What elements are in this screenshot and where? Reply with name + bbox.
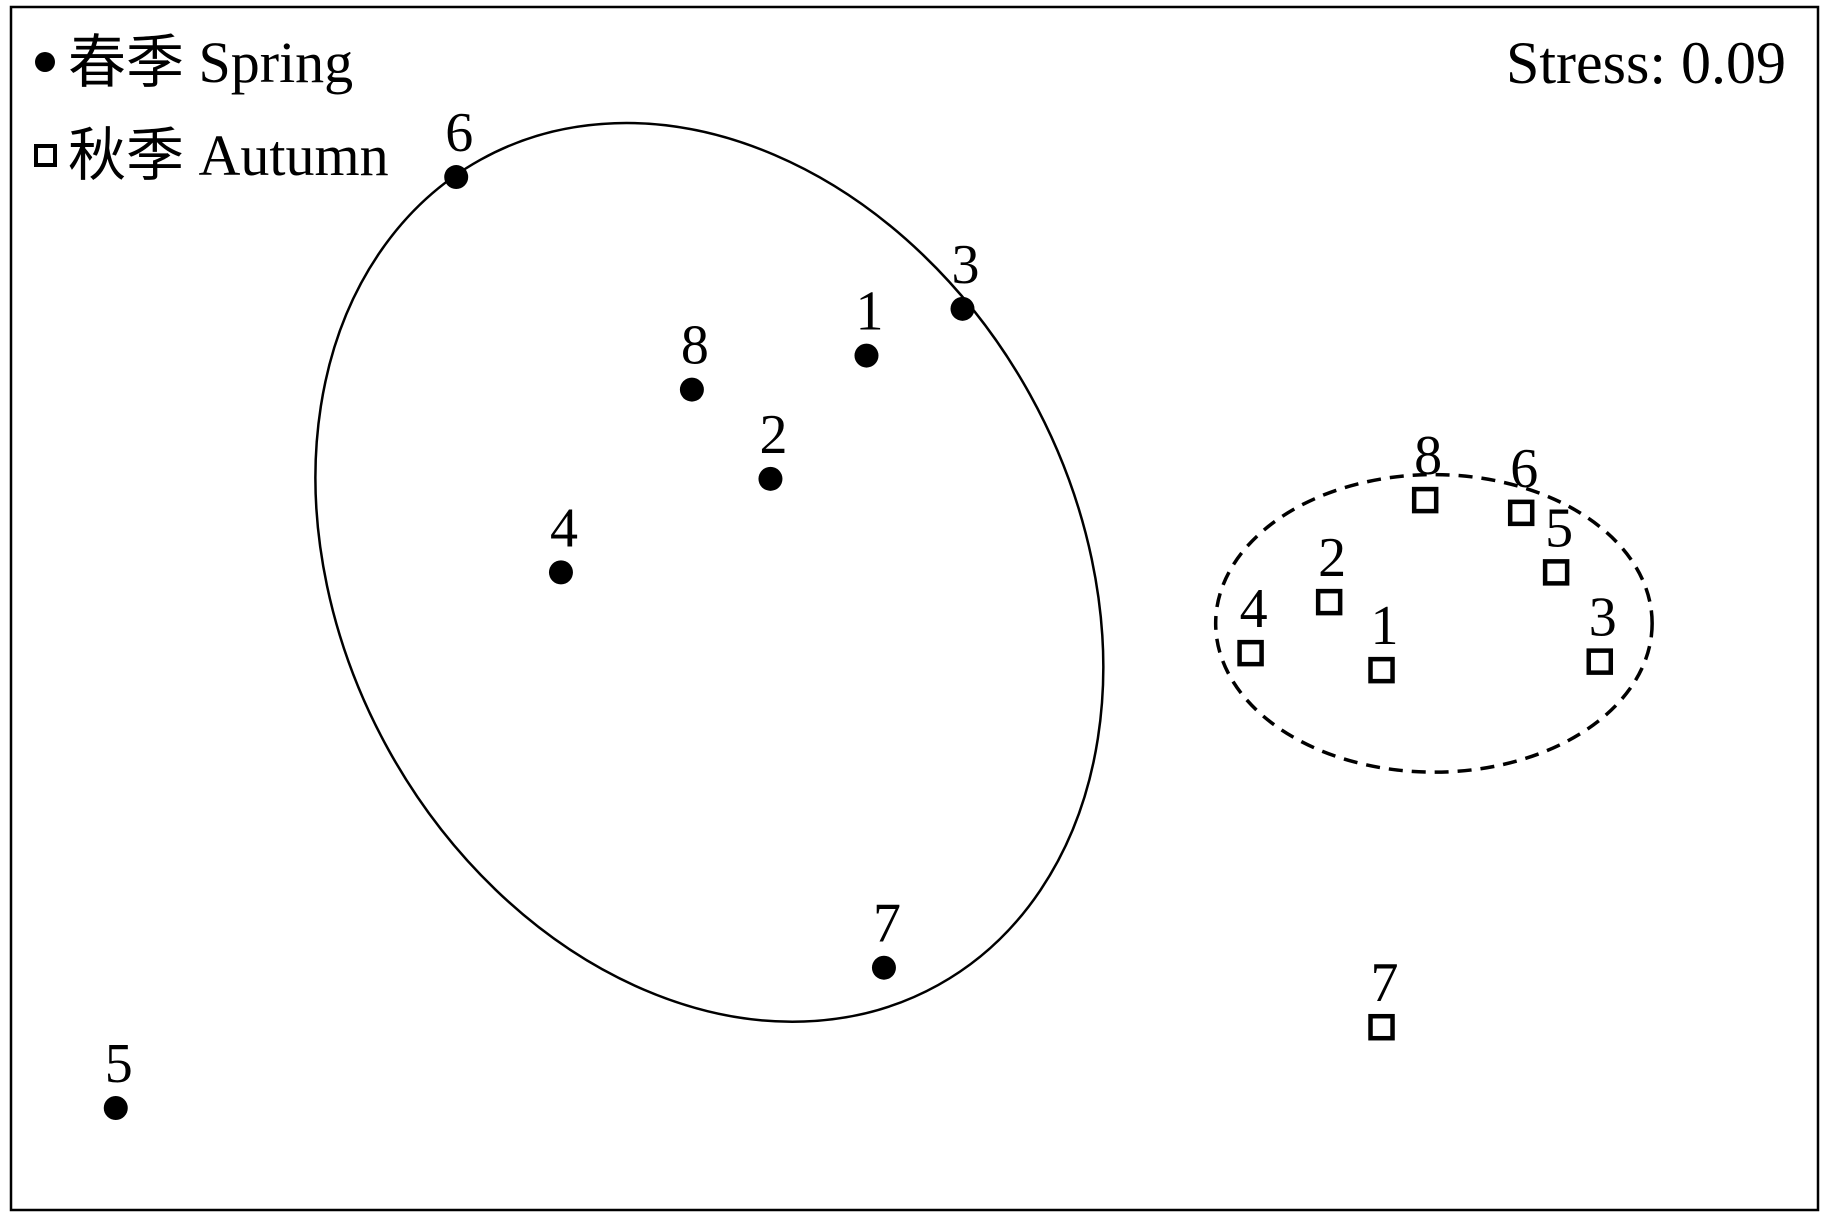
- spring-point-label-6: 6: [445, 102, 473, 164]
- autumn-point-5: [1542, 559, 1570, 586]
- spring-point-label-2: 2: [759, 404, 787, 466]
- stress-value: Stress: 0.09: [1506, 30, 1786, 96]
- legend-spring-label: 春季 Spring: [68, 30, 353, 95]
- autumn-cluster-ellipse: [1213, 472, 1654, 774]
- legend-spring-marker: [35, 52, 55, 72]
- spring-point-label-3: 3: [952, 234, 980, 296]
- spring-point-5: [103, 1095, 128, 1120]
- autumn-point-6: [1507, 499, 1535, 527]
- autumn-point-label-7: 7: [1371, 952, 1399, 1014]
- spring-point-3: [950, 296, 975, 321]
- spring-point-1: [854, 343, 879, 368]
- plot-frame: [9, 5, 1820, 1212]
- autumn-point-label-1: 1: [1371, 595, 1399, 657]
- autumn-point-label-6: 6: [1510, 438, 1538, 500]
- legend-autumn-label: 秋季 Autumn: [68, 123, 389, 188]
- spring-point-7: [871, 955, 896, 980]
- spring-point-label-5: 5: [105, 1033, 133, 1095]
- group-ellipses: [314, 121, 1654, 1023]
- autumn-point-label-3: 3: [1589, 587, 1617, 649]
- autumn-point-4: [1237, 639, 1264, 667]
- legend-autumn-marker: [34, 144, 57, 167]
- spring-point-4: [548, 560, 573, 585]
- spring-cluster-ellipse: [314, 121, 1105, 1023]
- autumn-point-label-8: 8: [1414, 425, 1442, 487]
- autumn-point-7: [1368, 1013, 1395, 1041]
- autumn-point-1: [1368, 656, 1395, 684]
- spring-point-label-7: 7: [873, 893, 901, 955]
- autumn-point-8: [1411, 486, 1439, 514]
- spring-point-label-8: 8: [681, 315, 709, 377]
- spring-point-2: [758, 466, 783, 491]
- autumn-point-2: [1315, 588, 1343, 616]
- autumn-point-label-4: 4: [1240, 578, 1268, 640]
- legend: 春季 Spring 秋季 Autumn: [34, 30, 389, 188]
- spring-point-label-4: 4: [550, 497, 578, 559]
- spring-point-8: [679, 377, 704, 402]
- autumn-point-label-2: 2: [1318, 527, 1346, 589]
- autumn-point-label-5: 5: [1545, 497, 1573, 559]
- autumn-point-3: [1586, 648, 1614, 675]
- spring-point-label-1: 1: [855, 281, 883, 343]
- spring-point-6: [444, 165, 469, 190]
